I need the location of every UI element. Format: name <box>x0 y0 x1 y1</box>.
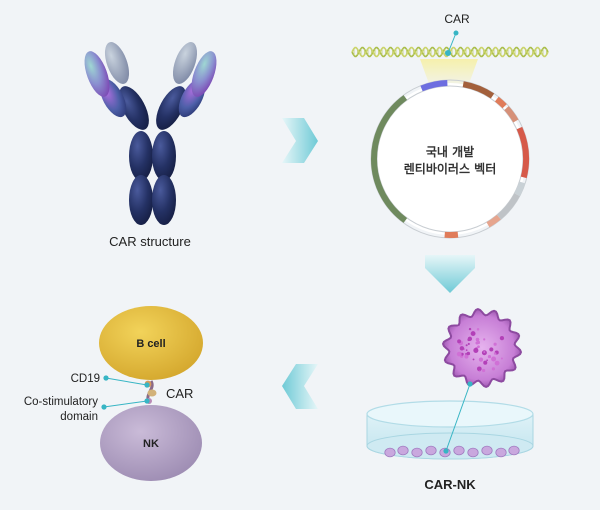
nk-cell <box>100 405 202 481</box>
vector-label-line2: 렌티바이러스 벡터 <box>404 161 497 176</box>
cd19-pointer <box>105 377 148 386</box>
car-nk-pointer <box>445 383 471 452</box>
car-structure-label: CAR structure <box>109 234 191 249</box>
cd19-label: CD19 <box>71 373 100 385</box>
costim-pointer <box>103 400 148 408</box>
arrow-left-icon <box>282 364 318 409</box>
b-cell-label: B cell <box>136 338 165 350</box>
arrow-right-icon <box>282 118 318 163</box>
costim-label-line2: domain <box>60 411 98 423</box>
car-mid-label: CAR <box>166 386 193 401</box>
nk-label: NK <box>143 438 159 450</box>
plasmid-vector <box>370 79 530 239</box>
car-top-dot <box>445 50 451 56</box>
petri-dish <box>366 400 534 460</box>
arrow-down-icon <box>425 255 475 293</box>
antibody-illustration <box>84 42 217 225</box>
vector-label-line1: 국내 개발 <box>426 144 474 159</box>
b-cell <box>99 306 203 380</box>
car-top-label: CAR <box>444 12 470 26</box>
costim-label-line1: Co-stimulatory <box>24 396 98 408</box>
car-top-pointer <box>447 32 457 54</box>
car-nk-cell <box>441 307 523 389</box>
car-nk-label: CAR-NK <box>424 477 476 492</box>
